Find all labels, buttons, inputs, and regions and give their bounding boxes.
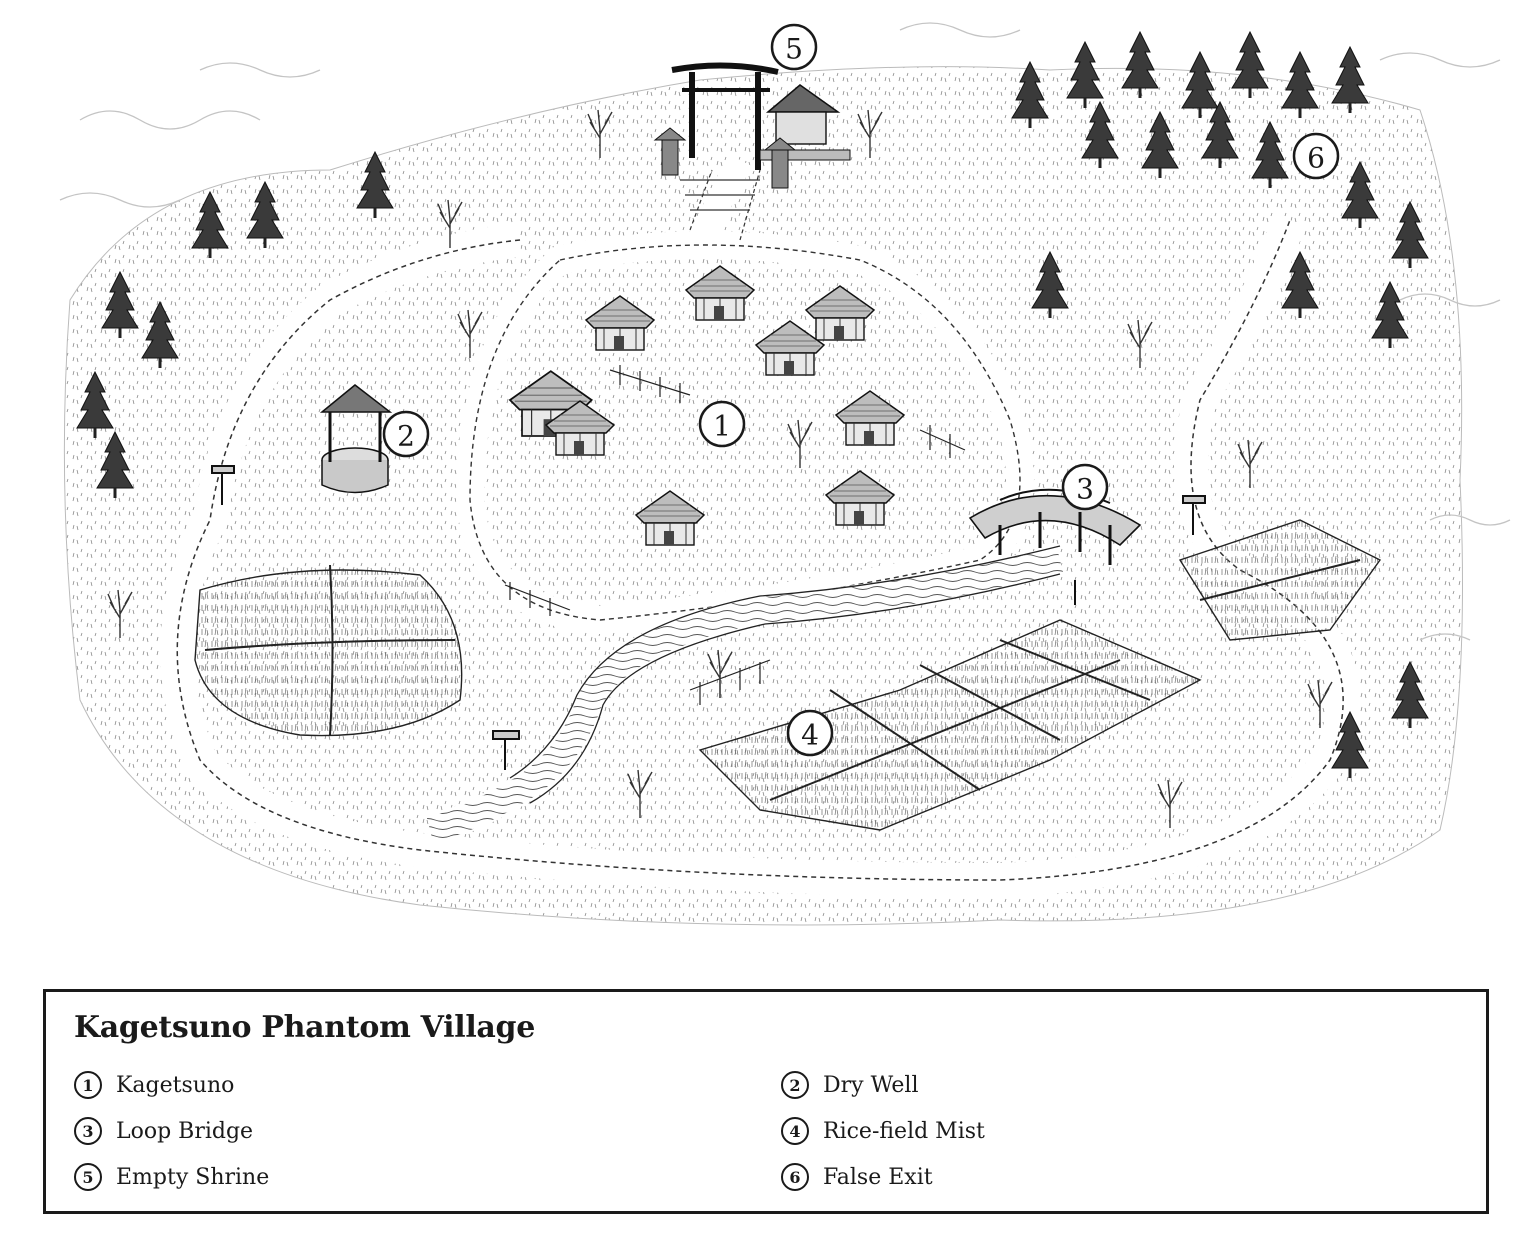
map-marker-1[interactable]: 1 — [698, 400, 746, 448]
legend-item-5: 5 Empty Shrine — [74, 1160, 269, 1194]
legend-label: Dry Well — [823, 1072, 919, 1098]
legend-item-3: 3 Loop Bridge — [74, 1114, 253, 1148]
legend-label: False Exit — [823, 1164, 933, 1190]
legend-number-badge: 4 — [781, 1117, 809, 1145]
legend-item-2: 2 Dry Well — [781, 1068, 919, 1102]
mist-swirls — [59, 22, 1511, 641]
shrine — [653, 62, 851, 211]
signposts — [211, 465, 1206, 770]
map-marker-5-number: 5 — [785, 33, 803, 66]
legend-item-4: 4 Rice-field Mist — [781, 1114, 985, 1148]
legend-number-badge: 1 — [74, 1071, 102, 1099]
map-marker-6-number: 6 — [1307, 142, 1325, 175]
well — [319, 384, 393, 494]
rice-paddies-right — [1178, 519, 1382, 641]
map-marker-3-number: 3 — [1076, 473, 1094, 506]
map-marker-6[interactable]: 6 — [1292, 132, 1340, 180]
legend-number-badge: 3 — [74, 1117, 102, 1145]
rice-paddies-center — [698, 619, 1202, 831]
legend-item-1: 1 Kagetsuno — [74, 1068, 234, 1102]
map-marker-1-number: 1 — [713, 410, 731, 443]
map-marker-3[interactable]: 3 — [1061, 463, 1109, 511]
legend-number-badge: 2 — [781, 1071, 809, 1099]
map-illustration: 1 2 3 4 5 6 — [59, 22, 1511, 926]
map-marker-2-number: 2 — [397, 420, 415, 453]
legend-label: Rice-field Mist — [823, 1118, 985, 1144]
rice-paddies-left — [194, 564, 463, 737]
legend-number-badge: 5 — [74, 1163, 102, 1191]
village-map: 1 2 3 4 5 6 — [59, 22, 1511, 926]
map-marker-2[interactable]: 2 — [382, 410, 430, 458]
map-marker-4-number: 4 — [801, 719, 819, 752]
legend-number-badge: 6 — [781, 1163, 809, 1191]
map-marker-4[interactable]: 4 — [786, 709, 834, 757]
legend-label: Kagetsuno — [116, 1072, 235, 1098]
fences — [504, 365, 966, 705]
legend-label: Loop Bridge — [116, 1118, 254, 1144]
legend-title: Kagetsuno Phantom Village — [74, 1010, 536, 1045]
map-marker-5[interactable]: 5 — [770, 23, 818, 71]
map-legend: Kagetsuno Phantom Village 1 Kagetsuno 2 … — [43, 989, 1489, 1214]
legend-label: Empty Shrine — [116, 1164, 270, 1190]
bridge — [968, 488, 1142, 565]
legend-item-6: 6 False Exit — [781, 1160, 933, 1194]
